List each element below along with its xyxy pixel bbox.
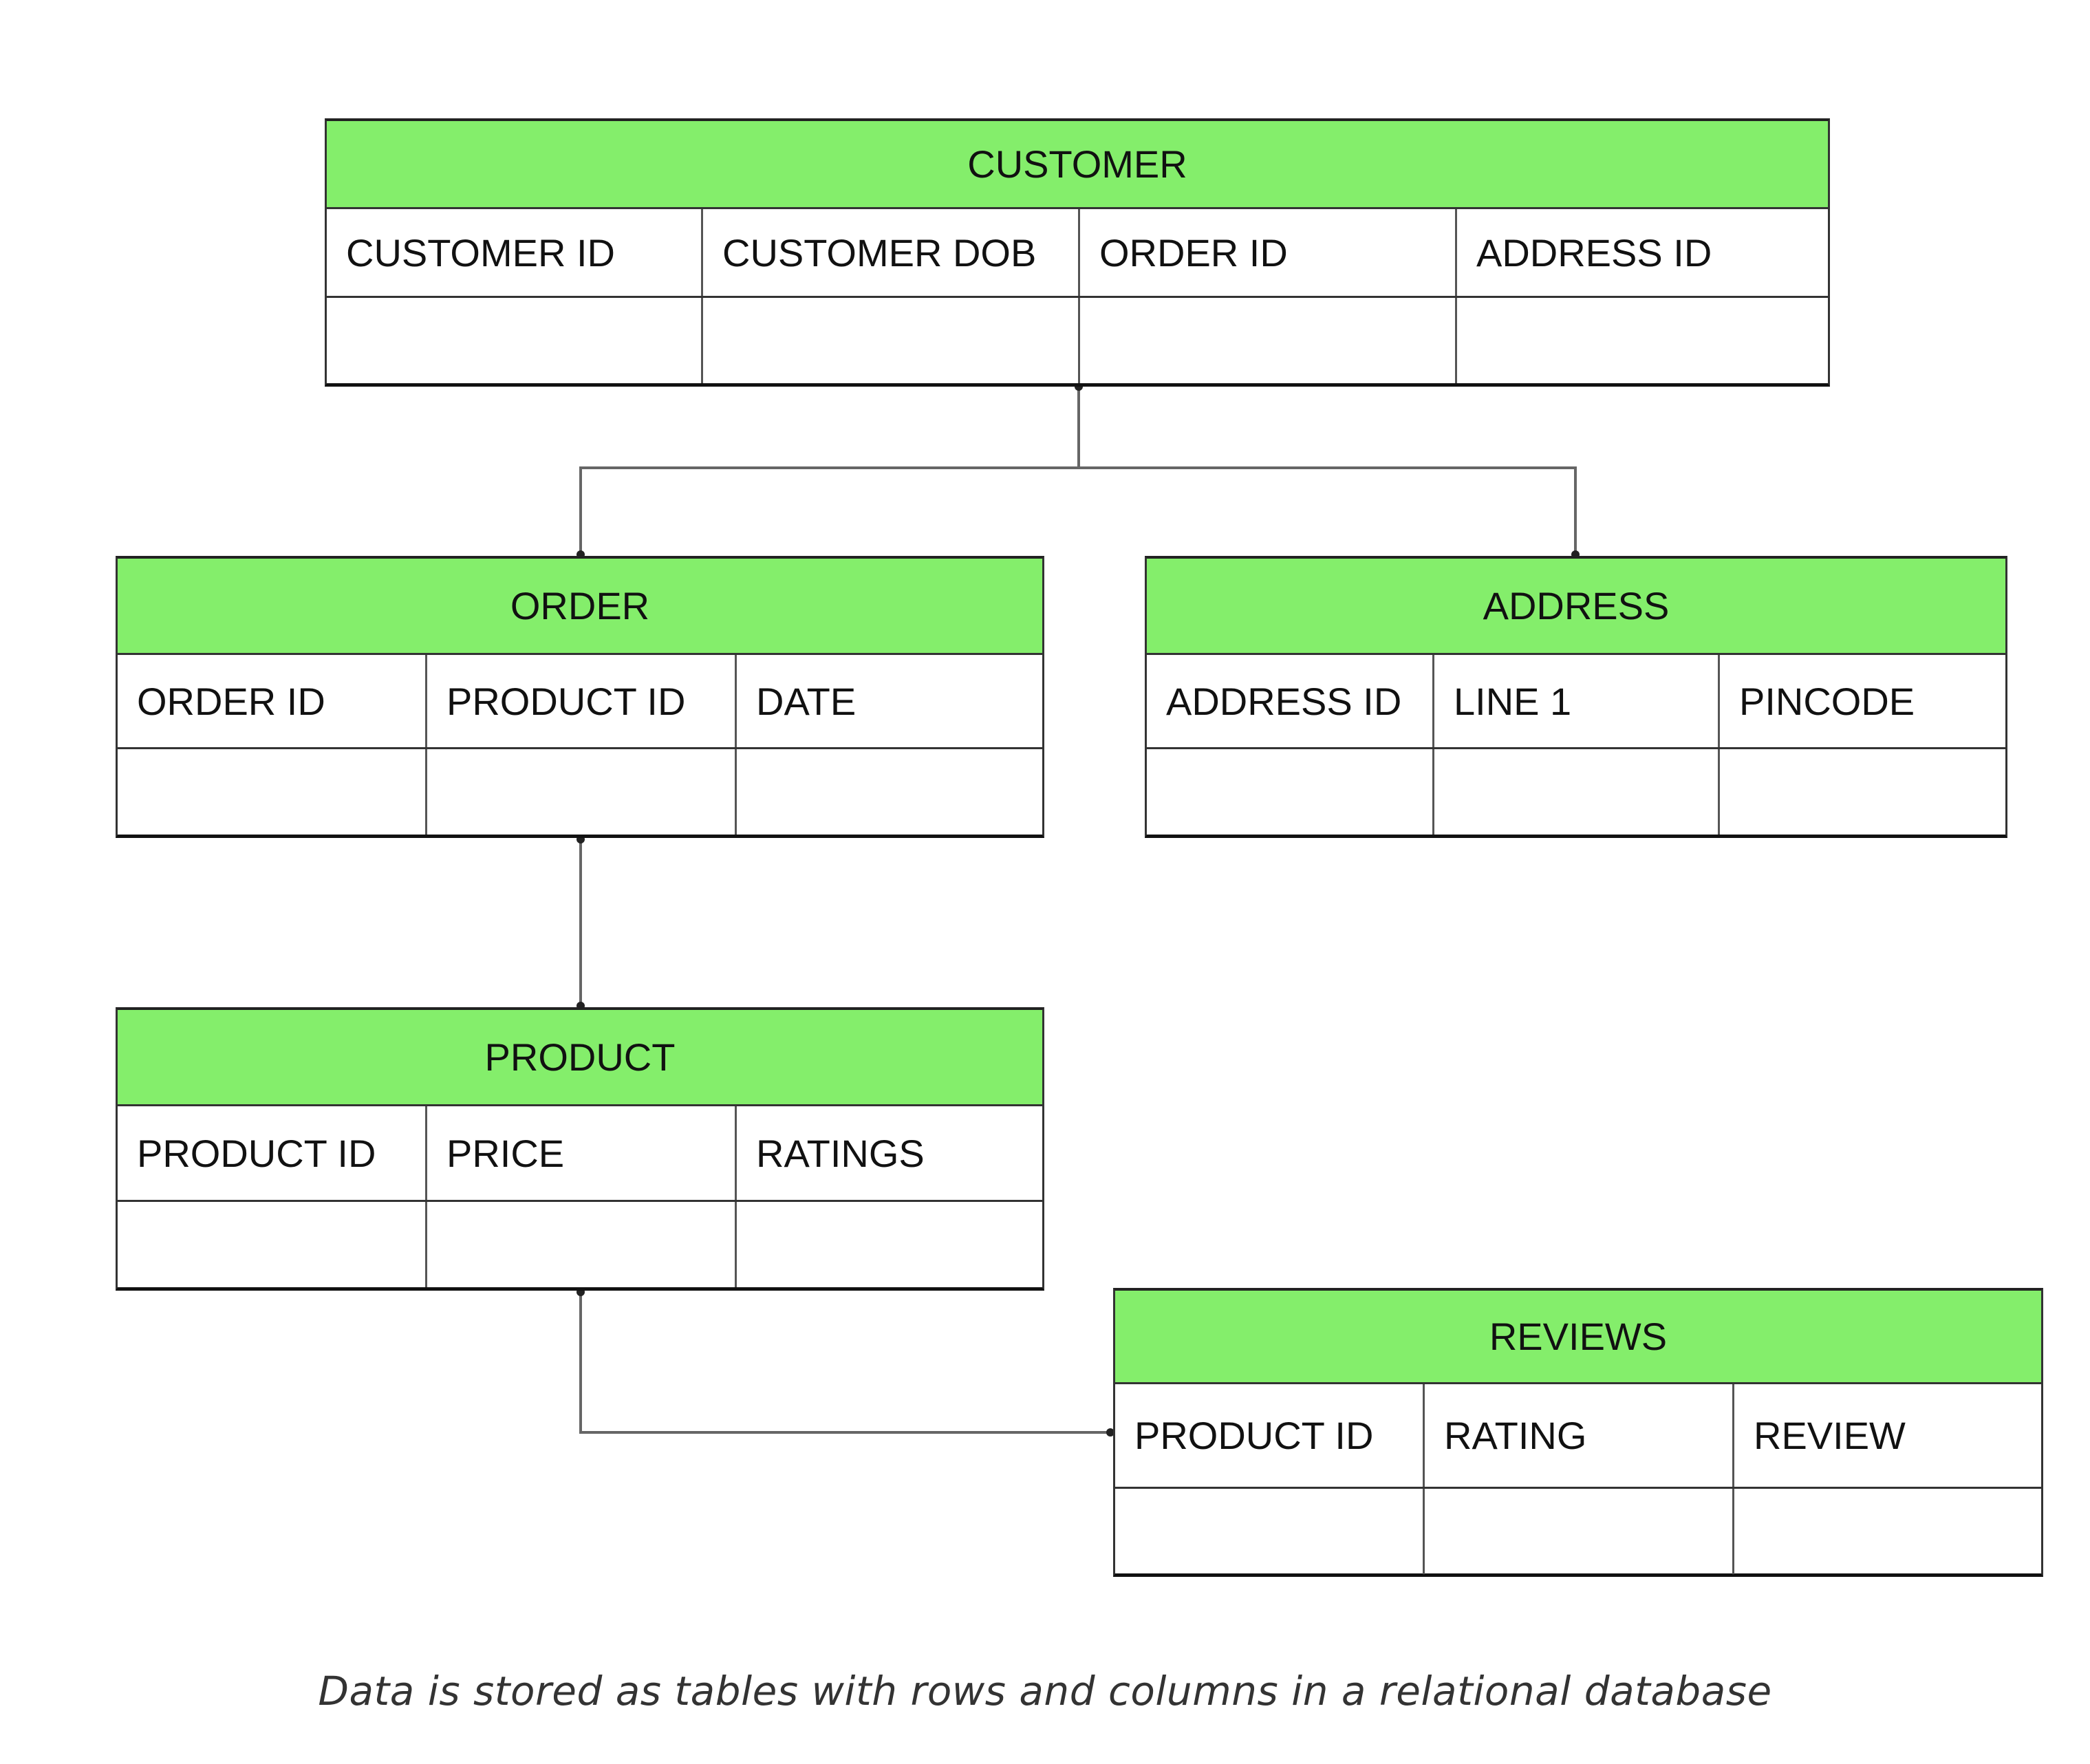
connector-customer-address (1079, 466, 1577, 556)
connector-customer-order (579, 387, 1080, 556)
column-header: DATE (756, 679, 857, 723)
empty-cell (427, 749, 737, 835)
column-header-row: PRODUCT ID RATING REVIEW (1115, 1384, 2041, 1489)
column-header: PRODUCT ID (1115, 1384, 1425, 1487)
column-header: PRODUCT ID (427, 655, 737, 747)
empty-data-row (1115, 1489, 2041, 1574)
empty-cell (1734, 1489, 2041, 1574)
figure-caption: Data is stored as tables with rows and c… (318, 1668, 1772, 1714)
empty-cell (1434, 749, 1720, 835)
empty-cell (327, 298, 703, 383)
table-title: ADDRESS (1147, 559, 2005, 655)
empty-data-row (327, 298, 1828, 383)
table-title: PRODUCT (118, 1010, 1042, 1106)
empty-data-row (118, 749, 1042, 835)
column-header: RATING (1425, 1384, 1734, 1487)
empty-cell (427, 1202, 737, 1287)
customer-table: CUSTOMER CUSTOMER ID CUSTOMER DOB ORDER … (325, 118, 1830, 387)
empty-cell (1720, 749, 2005, 835)
order-table: ORDER ORDER ID PRODUCT ID DATE (116, 556, 1044, 838)
empty-cell (737, 749, 1042, 835)
empty-cell (1457, 298, 1828, 383)
empty-cell (1080, 298, 1457, 383)
connector-product-reviews (579, 1291, 1113, 1434)
empty-cell (737, 1202, 1042, 1287)
column-header-row: CUSTOMER ID CUSTOMER DOB ORDER ID ADDRES… (327, 209, 1828, 298)
empty-cell (118, 749, 427, 835)
table-title: REVIEWS (1115, 1291, 2041, 1384)
column-header-row: ORDER ID PRODUCT ID DATE (118, 655, 1042, 749)
column-header-row: ADDRESS ID LINE 1 PINCODE (1147, 655, 2005, 749)
empty-cell (1425, 1489, 1734, 1574)
empty-data-row (118, 1202, 1042, 1287)
empty-data-row (1147, 749, 2005, 835)
column-header: ORDER ID (1080, 209, 1457, 296)
column-header: CUSTOMER DOB (703, 209, 1080, 296)
empty-cell (1147, 749, 1434, 835)
column-header-row: PRODUCT ID PRICE RATINGS (118, 1106, 1042, 1202)
table-title: ORDER (118, 559, 1042, 655)
column-header: PRODUCT ID (118, 1106, 427, 1200)
address-table: ADDRESS ADDRESS ID LINE 1 PINCODE (1145, 556, 2007, 838)
empty-cell (118, 1202, 427, 1287)
empty-cell (703, 298, 1080, 383)
table-title: CUSTOMER (327, 121, 1828, 209)
column-header: LINE 1 (1434, 655, 1720, 747)
column-header: ADDRESS ID (1147, 655, 1434, 747)
column-header: PINCODE (1739, 679, 1915, 723)
column-header: PRICE (427, 1106, 737, 1200)
product-table: PRODUCT PRODUCT ID PRICE RATINGS (116, 1007, 1044, 1291)
column-header: ADDRESS ID (1476, 230, 1712, 275)
reviews-table: REVIEWS PRODUCT ID RATING REVIEW (1113, 1288, 2043, 1577)
column-header: CUSTOMER ID (327, 209, 703, 296)
column-header: ORDER ID (118, 655, 427, 747)
column-header: RATINGS (756, 1131, 925, 1175)
column-header: REVIEW (1754, 1414, 1906, 1457)
empty-cell (1115, 1489, 1425, 1574)
